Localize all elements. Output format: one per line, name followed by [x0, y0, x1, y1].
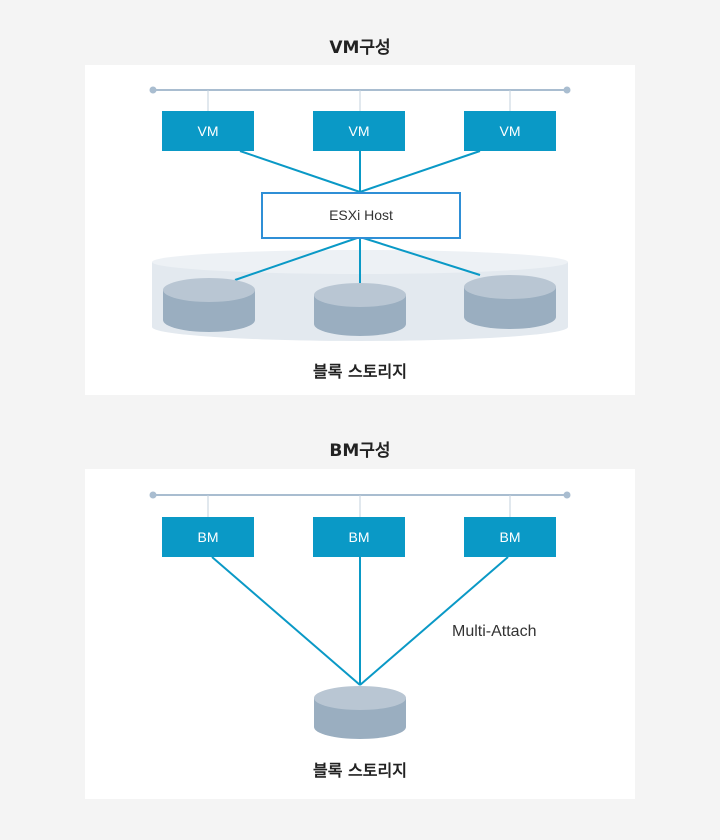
disk-icon-2	[314, 283, 406, 336]
vm-node-1: VM	[162, 111, 254, 151]
bus-end-left	[149, 491, 157, 499]
host-disk3-link	[359, 236, 481, 276]
host-disk1-link	[234, 236, 361, 281]
vm-node-3: VM	[464, 111, 556, 151]
bus-end-right	[563, 491, 571, 499]
disk-icon-1	[163, 278, 255, 332]
bm1-disk-link	[211, 556, 361, 686]
vm1-host-link	[239, 150, 361, 193]
esxi-host-box: ESXi Host	[261, 192, 461, 239]
vm3-host-link	[359, 150, 481, 193]
bm-section-title: BM구성	[329, 441, 391, 461]
bm-storage-label: 블록 스토리지	[313, 761, 407, 780]
vm-section-title: VM구성	[329, 38, 391, 58]
multi-attach-label: Multi-Attach	[452, 623, 537, 640]
disk-icon-3	[464, 275, 556, 329]
vm-storage-label: 블록 스토리지	[313, 362, 407, 381]
vm-diagram-panel: VM VM VM ESXi Host 블록 스토리지	[85, 65, 635, 395]
bm-node-3: BM	[464, 517, 556, 557]
bm3-disk-link	[359, 556, 509, 686]
bm-node-2: BM	[313, 517, 405, 557]
bus-end-left	[149, 86, 157, 94]
bus-end-right	[563, 86, 571, 94]
bm-diagram-panel: BM BM BM Multi-Attach 블록 스토리지	[85, 469, 635, 799]
bm-diagram-graphics	[149, 491, 571, 739]
shared-disk-icon	[314, 686, 406, 739]
bm-node-1: BM	[162, 517, 254, 557]
vm-node-2: VM	[313, 111, 405, 151]
vm-diagram-graphics	[149, 86, 571, 341]
